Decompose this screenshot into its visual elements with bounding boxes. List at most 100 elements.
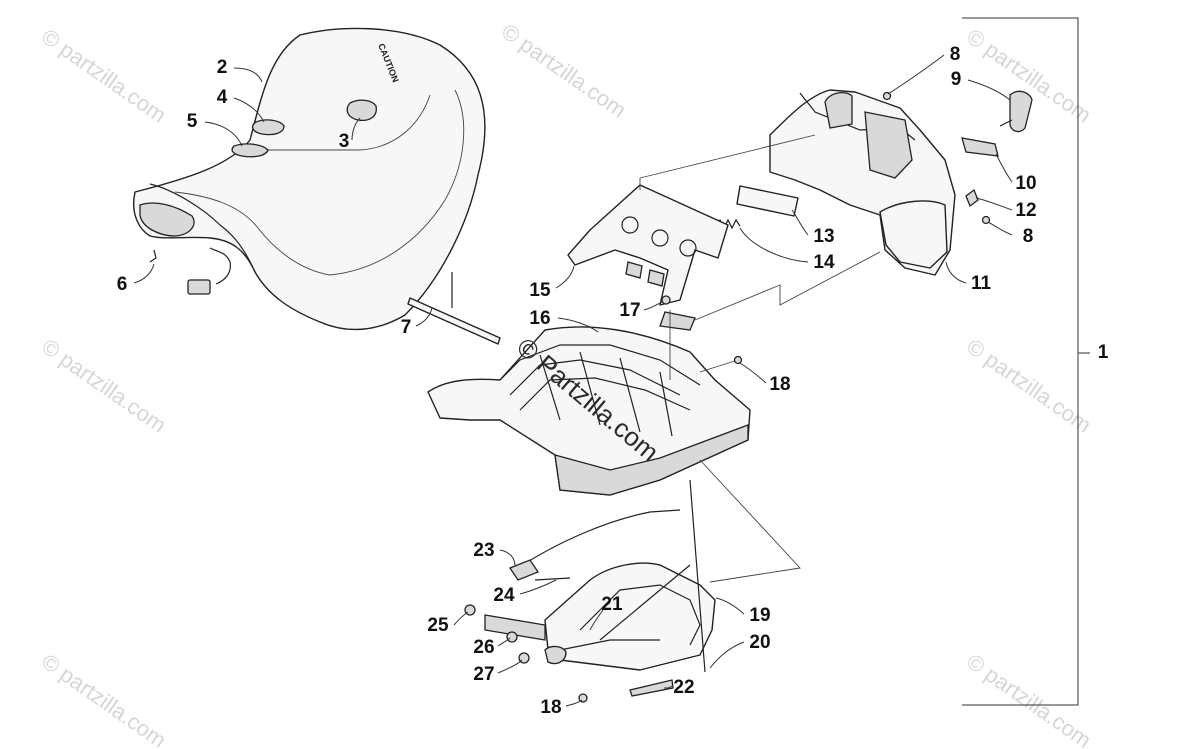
leader <box>887 54 945 95</box>
leader <box>739 227 809 263</box>
leader <box>233 67 263 83</box>
tube-25 <box>484 614 546 641</box>
leader-lines <box>133 54 1013 707</box>
latch-frame-assembly <box>464 459 801 703</box>
guide-line <box>699 359 739 373</box>
leader <box>204 121 243 147</box>
box-latch-well <box>864 111 913 179</box>
callout-13: 13 <box>813 226 834 247</box>
leader <box>967 79 1011 101</box>
callout-27: 27 <box>473 664 494 685</box>
leader <box>499 549 516 567</box>
box-rim <box>799 92 916 141</box>
leader <box>663 685 673 689</box>
leader <box>555 265 575 289</box>
leader <box>643 301 663 311</box>
leader <box>995 153 1013 183</box>
bolt-22 <box>629 679 674 697</box>
handle-pin <box>999 119 1013 127</box>
callout-22: 22 <box>673 677 694 698</box>
callout-7: 7 <box>401 317 412 338</box>
watermark: © partzilla.com <box>497 19 631 123</box>
leader <box>351 117 361 141</box>
callout-17: 17 <box>619 300 640 321</box>
strap-7 <box>407 297 501 345</box>
callout-20: 20 <box>749 632 770 653</box>
frame-rod <box>599 564 691 641</box>
box-rear-panel <box>879 200 948 269</box>
base-frame <box>619 357 641 433</box>
callout-23: 23 <box>473 540 494 561</box>
leader <box>715 597 745 615</box>
nut-17 <box>661 295 671 305</box>
plate-13 <box>736 185 799 217</box>
base-frame <box>509 359 681 396</box>
screw-8b <box>981 215 991 225</box>
callout-18: 18 <box>769 374 790 395</box>
callout-14: 14 <box>813 252 835 273</box>
watermark: © partzilla.com <box>962 334 1096 438</box>
leader <box>497 637 511 647</box>
watermark: © partzilla.com <box>37 334 171 438</box>
rod-24 <box>534 577 571 581</box>
callout-10: 10 <box>1015 173 1036 194</box>
leader <box>453 611 469 626</box>
callout-8: 8 <box>950 44 961 65</box>
seat-base-assembly: © Partzilla.com <box>427 310 751 496</box>
leader <box>497 659 523 674</box>
leader <box>565 699 583 707</box>
callout-8: 8 <box>1023 226 1034 247</box>
latch-10 <box>961 137 999 157</box>
frame-pivot <box>544 645 567 665</box>
callout-3: 3 <box>339 131 350 152</box>
bracket-hole <box>621 216 639 234</box>
washer-26 <box>506 631 518 643</box>
nut-18b <box>578 693 588 703</box>
assembly-bracket <box>962 17 1079 706</box>
callout-12: 12 <box>1015 200 1036 221</box>
watermark: © partzilla.com <box>962 649 1096 749</box>
bracket-foot <box>659 311 696 331</box>
bracket-tab <box>647 269 665 287</box>
leader <box>589 605 607 631</box>
callout-11: 11 <box>971 273 992 294</box>
leader <box>987 221 1013 236</box>
callout-9: 9 <box>951 69 962 90</box>
harness-wire-6 <box>209 247 231 285</box>
leader <box>739 362 767 384</box>
bracket-15 <box>567 184 729 306</box>
callout-2: 2 <box>217 57 228 78</box>
callout-16: 16 <box>529 308 550 329</box>
leader <box>709 641 745 669</box>
callout-25: 25 <box>427 615 449 636</box>
leader <box>791 209 809 236</box>
bracket-hole <box>651 229 669 247</box>
callout-21: 21 <box>601 594 623 615</box>
frame-inner <box>579 584 701 646</box>
base-frame <box>579 351 601 426</box>
frame-19 <box>544 562 716 671</box>
seat-cushion <box>133 27 486 331</box>
handle-9 <box>1009 90 1033 133</box>
seat-stitch-line <box>264 94 431 151</box>
base-frame <box>539 354 561 421</box>
connector-6 <box>187 279 211 295</box>
screw-8a <box>882 91 892 101</box>
spring-14 <box>713 218 741 230</box>
seat-pad-5 <box>231 143 269 158</box>
callout-4: 4 <box>217 87 228 108</box>
leader <box>519 579 557 595</box>
clip-6 <box>149 249 157 263</box>
leader <box>975 197 1013 211</box>
cable-23 <box>514 509 681 571</box>
nut-18a <box>733 355 743 365</box>
guide-line <box>639 134 816 179</box>
cable-end-23 <box>509 559 539 581</box>
seat-edge-line <box>149 183 256 273</box>
seat-assembly: CAUTION <box>133 27 501 345</box>
seat-pad-4 <box>251 119 285 136</box>
callout-5: 5 <box>187 111 198 132</box>
base-frame <box>659 371 673 437</box>
bracket-tab <box>625 261 643 279</box>
